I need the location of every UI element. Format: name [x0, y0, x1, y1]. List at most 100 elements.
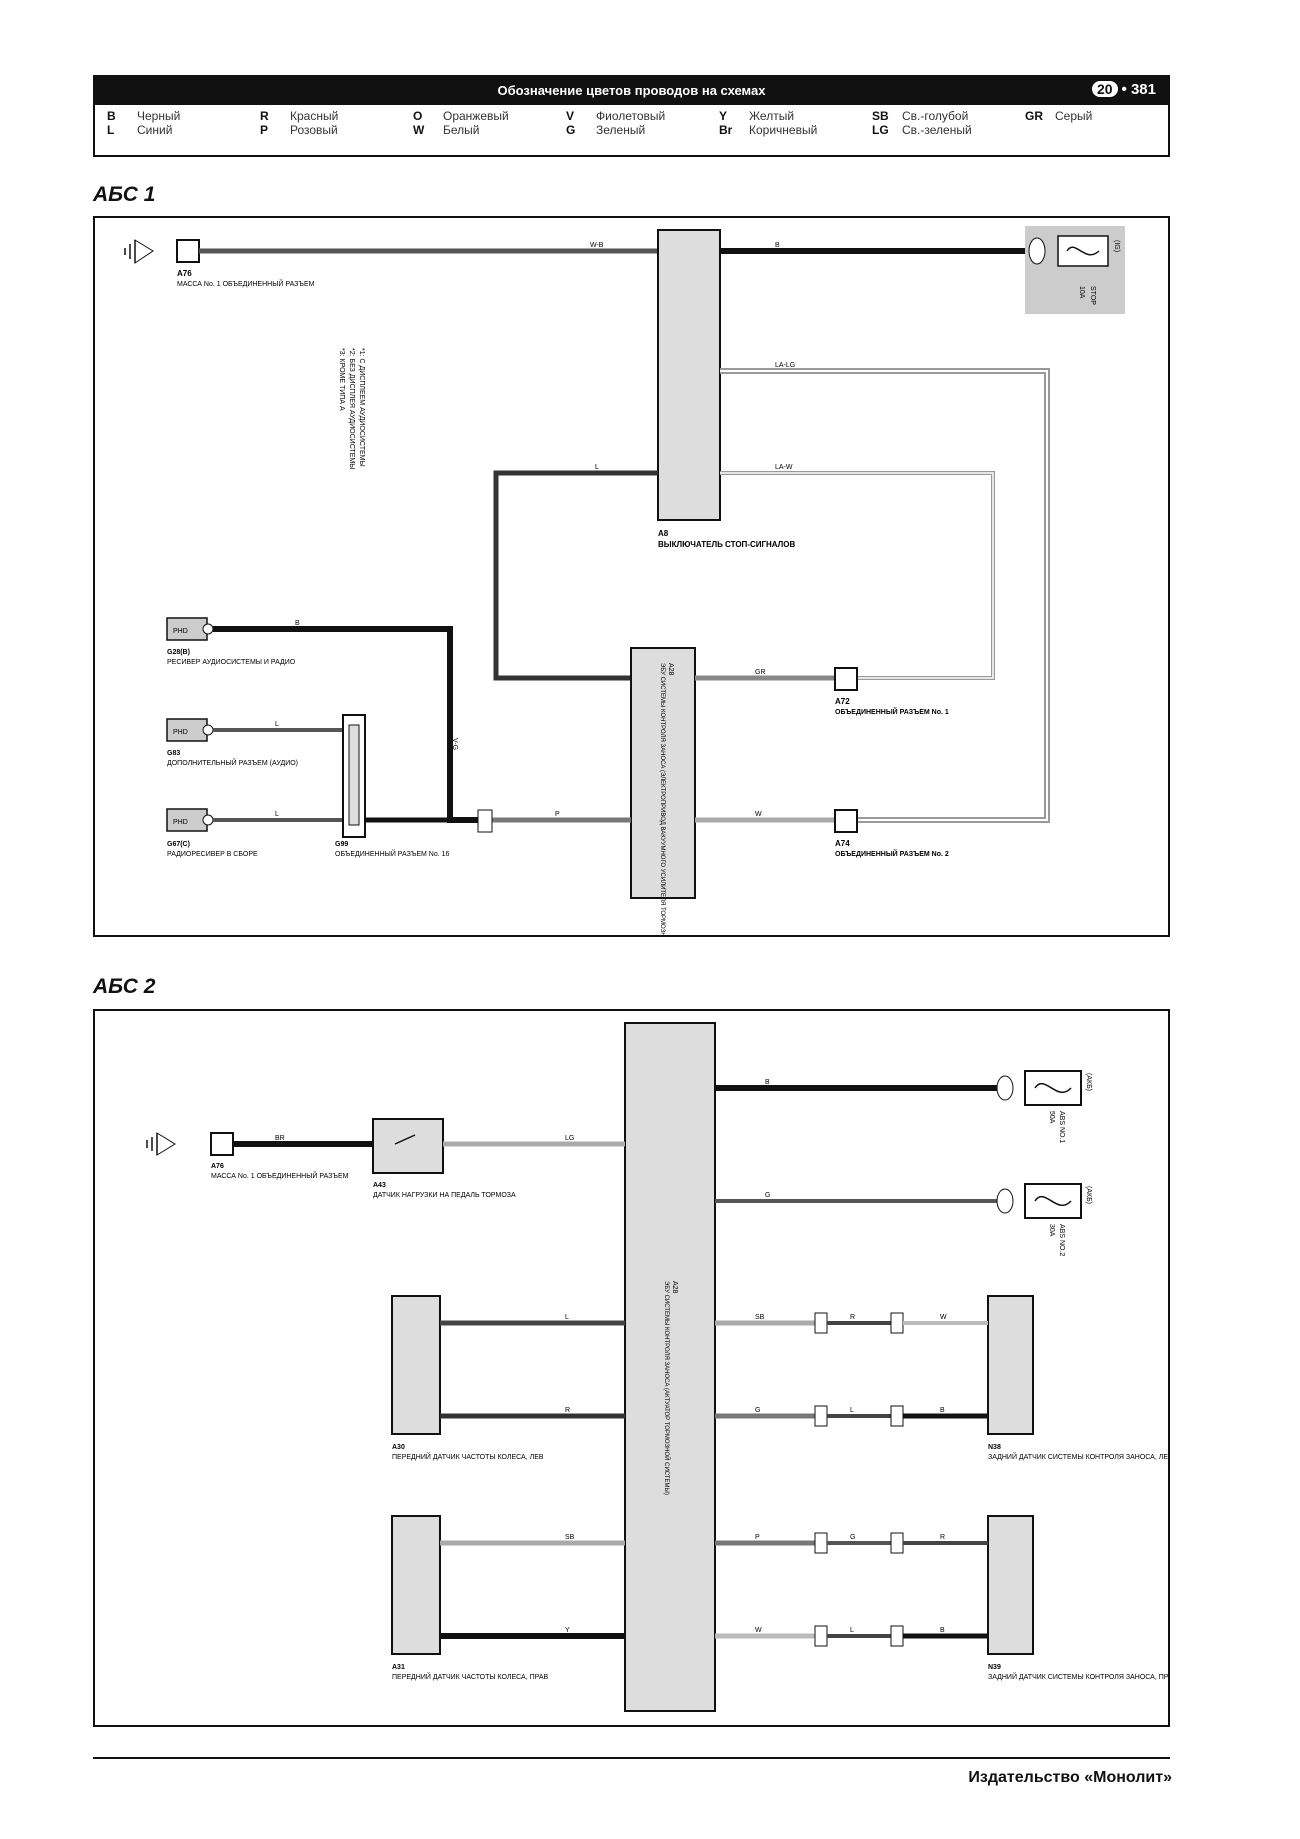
- g99-code: G99: [335, 841, 348, 848]
- g28-name: РЕСИВЕР АУДИОСИСТЕМЫ И РАДИО: [167, 659, 296, 666]
- front-right-sensor: [391, 1515, 441, 1655]
- wire-label: W-B: [590, 242, 604, 249]
- g99-name: ОБЪЕДИНЕННЫЙ РАЗЪЕМ No. 16: [335, 849, 450, 858]
- abs-ecu2-name: ЭБУ СИСТЕМЫ КОНТРОЛЯ ЗАНОСА (АКТУАТОР ТО…: [663, 1281, 671, 1495]
- wire-label: G: [850, 1534, 855, 1541]
- fuse1-relay: (АКБ): [1085, 1073, 1092, 1091]
- note: *1: С ДИСПЛЕЕМ АУДИОСИСТЕМЫ: [358, 348, 365, 467]
- front-right-code: A31: [392, 1664, 405, 1671]
- g83-pin: PHD: [173, 729, 188, 736]
- wire-label: L: [275, 811, 279, 818]
- fuse-terminal: [1028, 237, 1046, 265]
- front-left-sensor: [391, 1295, 441, 1435]
- diagram2-svg: A28 ЭБУ СИСТЕМЫ КОНТРОЛЯ ЗАНОСА (АКТУАТО…: [146, 1022, 1189, 1712]
- wire-label: R: [940, 1534, 945, 1541]
- wire-label: G: [765, 1192, 770, 1199]
- g67-code: G67(C): [167, 841, 190, 848]
- brake-sensor-code: A43: [373, 1182, 386, 1189]
- connector-phd: [477, 809, 493, 833]
- wire-label: SB: [565, 1534, 575, 1541]
- abs-ecu2-code: A28: [671, 1281, 678, 1294]
- ground2-connector: [210, 1132, 234, 1156]
- junction-a74: [834, 809, 858, 833]
- wire-label: LG: [565, 1135, 574, 1142]
- wire-label: W: [755, 811, 762, 818]
- wire-label: L: [850, 1407, 854, 1414]
- ground2-code: A76: [211, 1163, 224, 1170]
- g67-pin: PHD: [173, 819, 188, 826]
- wire-label: BR: [275, 1135, 285, 1142]
- abs-ecu-name: ЭБУ СИСТЕМЫ КОНТРОЛЯ ЗАНОСА (ЭЛЕКТРОПРИВ…: [659, 663, 667, 935]
- rear-left-code: N38: [988, 1444, 1001, 1451]
- stop-switch-code: A8: [658, 529, 669, 538]
- wire-label: R: [850, 1314, 855, 1321]
- header-title: Обозначение цветов проводов на схемах: [497, 83, 766, 98]
- junction-a72: [834, 667, 858, 691]
- wire-b-audio: [213, 626, 478, 823]
- wire-label: L: [850, 1627, 854, 1634]
- g83-name: ДОПОЛНИТЕЛЬНЫЙ РАЗЪЕМ (АУДИО): [167, 758, 298, 767]
- wire-label: B: [765, 1079, 770, 1086]
- fuse-label: 10A: [1078, 286, 1085, 299]
- wire-label: G: [755, 1407, 760, 1414]
- section-badge: 20: [1091, 81, 1118, 97]
- ground-code: A76: [177, 269, 192, 278]
- brake-sensor-box: [372, 1118, 444, 1174]
- diagram1-title: АБС 1: [93, 183, 156, 206]
- wire-label: B: [940, 1627, 945, 1634]
- wire-label: L: [595, 464, 599, 471]
- wire-l: [493, 470, 658, 681]
- page-number: 20• 381: [1091, 81, 1156, 98]
- wire-law: [720, 471, 995, 680]
- wire-label: R: [565, 1407, 570, 1414]
- wire-label: V-G: [451, 738, 458, 750]
- wire-label: LA-LG: [775, 362, 795, 369]
- abs-ecu-code: A28: [667, 663, 674, 676]
- fuse-relay: (IG): [1113, 240, 1120, 252]
- diagram1-svg: A76 МАССА No. 1 ОБЪЕДИНЕННЫЙ РАЗЪЕМ W-B …: [124, 226, 1125, 980]
- wire-label: LA-W: [775, 464, 793, 471]
- wire-label: L: [565, 1314, 569, 1321]
- stop-switch-box: [657, 229, 721, 521]
- fuse1-label: 50A: [1048, 1111, 1055, 1124]
- a72-name: ОБЪЕДИНЕННЫЙ РАЗЪЕМ No. 1: [835, 707, 949, 716]
- note: *3: КРОМЕ ТИПА А: [338, 348, 345, 411]
- wire-lalg: [720, 368, 1050, 823]
- front-left-code: A30: [392, 1444, 405, 1451]
- wire-label: B: [775, 242, 780, 249]
- fuse2-relay: (АКБ): [1085, 1186, 1092, 1204]
- abs-ecu-box: [630, 647, 696, 899]
- rear-right-sensor: [987, 1515, 1034, 1655]
- a72-code: A72: [835, 697, 850, 706]
- rear-right-name: ЗАДНИЙ ДАТЧИК СИСТЕМЫ КОНТРОЛЯ ЗАНОСА, П…: [988, 1672, 1168, 1681]
- fuse1-name: ABS NO.1: [1058, 1111, 1065, 1143]
- wire-label: B: [295, 620, 300, 627]
- abs-ecu2-box: [624, 1022, 716, 1712]
- ground-connector: [176, 239, 200, 263]
- wire-label: GR: [755, 669, 766, 676]
- wire-label: P: [755, 1534, 760, 1541]
- fuse-icon: [1057, 235, 1109, 267]
- wire-label: L: [275, 721, 279, 728]
- wire-label: W: [940, 1314, 947, 1321]
- wire-color-header: Обозначение цветов проводов на схемах 20…: [93, 75, 1170, 157]
- g83-code: G83: [167, 750, 180, 757]
- diagram2-title: АБС 2: [93, 975, 156, 998]
- diagram2-frame: A28 ЭБУ СИСТЕМЫ КОНТРОЛЯ ЗАНОСА (АКТУАТО…: [93, 1009, 1189, 1727]
- rear-right-code: N39: [988, 1664, 1001, 1671]
- wire-label: B: [940, 1407, 945, 1414]
- g28-pin: PHD: [173, 628, 188, 635]
- header-bar: Обозначение цветов проводов на схемах 20…: [95, 77, 1168, 105]
- rear-left-sensor: [987, 1295, 1034, 1435]
- stop-switch-name: ВЫКЛЮЧАТЕЛЬ СТОП-СИГНАЛОВ: [658, 540, 796, 549]
